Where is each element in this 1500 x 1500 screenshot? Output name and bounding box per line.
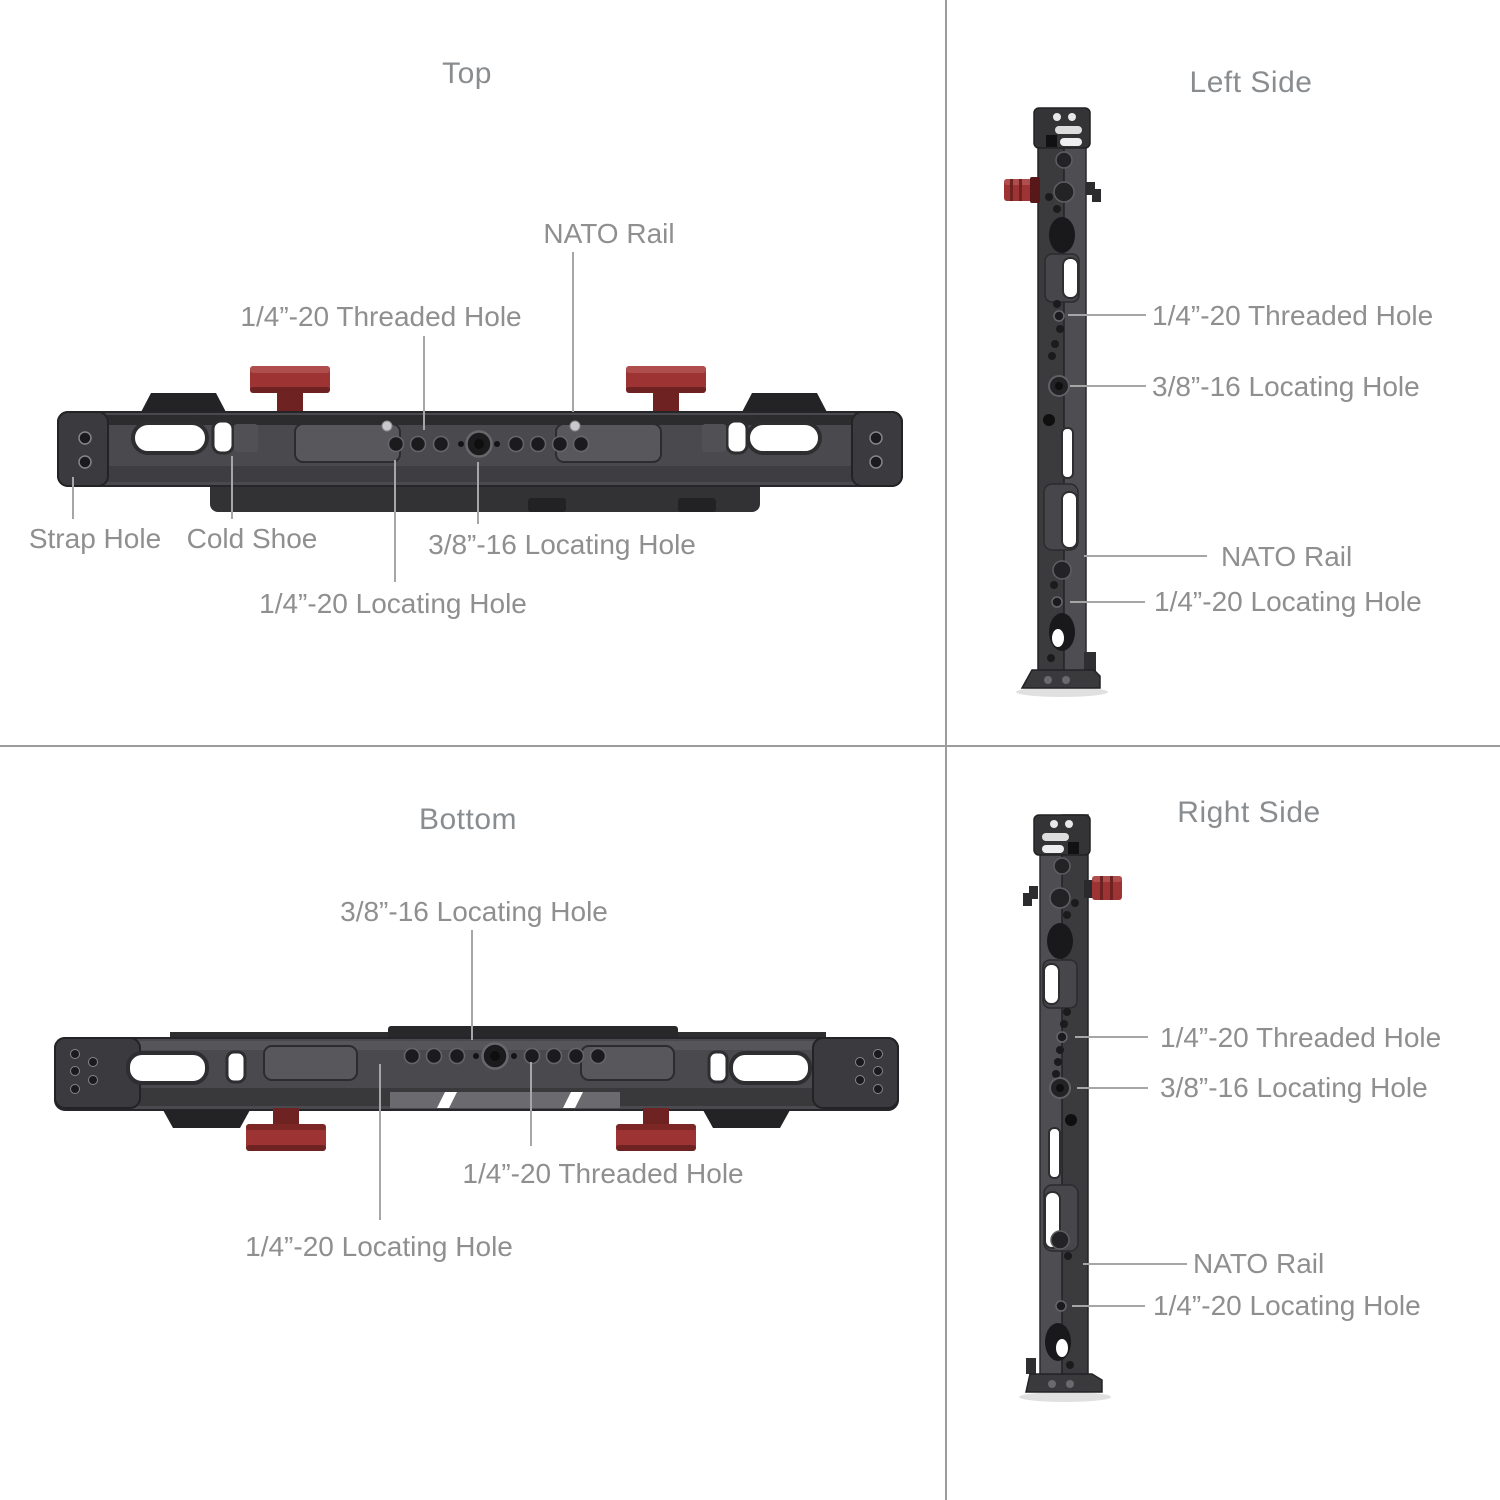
label-locating14-left: 1/4”-20 Locating Hole	[1154, 586, 1422, 617]
label-nato-rail-right: NATO Rail	[1193, 1248, 1325, 1279]
nato-clamp-hook	[1023, 886, 1038, 906]
leader-nato-rail-right	[1083, 1263, 1187, 1265]
ground-shadow	[1016, 687, 1108, 697]
label-locating14-right: 1/4”-20 Locating Hole	[1153, 1290, 1421, 1321]
bottom-view-render	[54, 1026, 899, 1151]
leader-nato-rail-top	[572, 252, 574, 412]
leader-locating14-left	[1070, 601, 1145, 603]
leader-threaded-left	[1068, 314, 1146, 316]
cold-shoe-mount	[211, 419, 749, 455]
label-locating38-bottom: 3/8”-16 Locating Hole	[340, 896, 608, 927]
side-holes	[1042, 857, 1079, 1369]
nato-clamp-hook	[1086, 182, 1101, 202]
nato-rail-hump	[140, 393, 828, 414]
leader-locating38-top	[477, 462, 479, 524]
bottom-foot	[1020, 652, 1101, 689]
red-thumbscrew	[246, 1108, 696, 1151]
top-view-title: Top	[442, 57, 492, 90]
leader-cold-shoe	[231, 456, 233, 519]
bottom-flange	[390, 1092, 620, 1108]
horizontal-divider	[0, 745, 1500, 747]
leader-nato-rail-left	[1084, 555, 1207, 557]
leader-strap-hole	[72, 477, 74, 519]
label-locating38-left: 3/8”-16 Locating Hole	[1152, 371, 1420, 402]
label-locating14-top: 1/4”-20 Locating Hole	[259, 588, 527, 619]
leader-locating38-bottom	[471, 930, 473, 1040]
left-side-render	[1004, 107, 1108, 697]
red-thumbscrew-side	[1084, 876, 1122, 900]
leader-locating14-right	[1072, 1305, 1145, 1307]
ground-shadow	[1019, 1392, 1111, 1402]
screw	[381, 420, 581, 432]
top-cap	[1033, 107, 1091, 149]
leader-threaded-right	[1075, 1036, 1148, 1038]
mounting-holes-row	[403, 1042, 607, 1070]
label-nato-rail-left: NATO Rail	[1221, 541, 1353, 572]
leader-locating38-left	[1070, 385, 1146, 387]
leader-threaded-top	[423, 336, 425, 430]
bottom-view-title: Bottom	[418, 803, 518, 836]
label-threaded-top: 1/4”-20 Threaded Hole	[240, 301, 522, 332]
label-threaded-right: 1/4”-20 Threaded Hole	[1160, 1022, 1442, 1053]
leader-threaded-bottom	[530, 1062, 532, 1146]
top-cap	[1033, 814, 1091, 856]
leader-locating14-bottom	[379, 1064, 381, 1220]
label-locating38-top: 3/8”-16 Locating Hole	[428, 529, 696, 560]
label-cold-shoe: Cold Shoe	[186, 523, 318, 554]
rail-column	[1039, 814, 1089, 1388]
left-side-title: Left Side	[1189, 66, 1313, 99]
leader-locating38-right	[1077, 1087, 1148, 1089]
side-holes	[1043, 151, 1080, 662]
nato-rail-hump	[163, 1110, 790, 1128]
red-thumbscrew-side	[1004, 177, 1040, 203]
right-side-render	[1019, 814, 1122, 1402]
right-side-title: Right Side	[1177, 796, 1321, 829]
bottom-foot	[1025, 1358, 1103, 1393]
label-locating14-bottom: 1/4”-20 Locating Hole	[245, 1231, 513, 1262]
label-strap-hole: Strap Hole	[28, 523, 162, 554]
label-nato-rail-top: NATO Rail	[543, 218, 675, 249]
strap-hole-bracket	[57, 411, 903, 487]
red-thumbscrew	[250, 366, 706, 414]
mounting-holes-row	[387, 430, 590, 458]
label-threaded-left: 1/4”-20 Threaded Hole	[1152, 300, 1434, 331]
vertical-divider	[945, 0, 947, 1500]
leader-locating14-top	[394, 460, 396, 582]
label-locating38-right: 3/8”-16 Locating Hole	[1160, 1072, 1428, 1103]
top-view-render	[57, 366, 903, 512]
through-slot	[126, 1050, 812, 1085]
label-threaded-bottom: 1/4”-20 Threaded Hole	[462, 1158, 744, 1189]
